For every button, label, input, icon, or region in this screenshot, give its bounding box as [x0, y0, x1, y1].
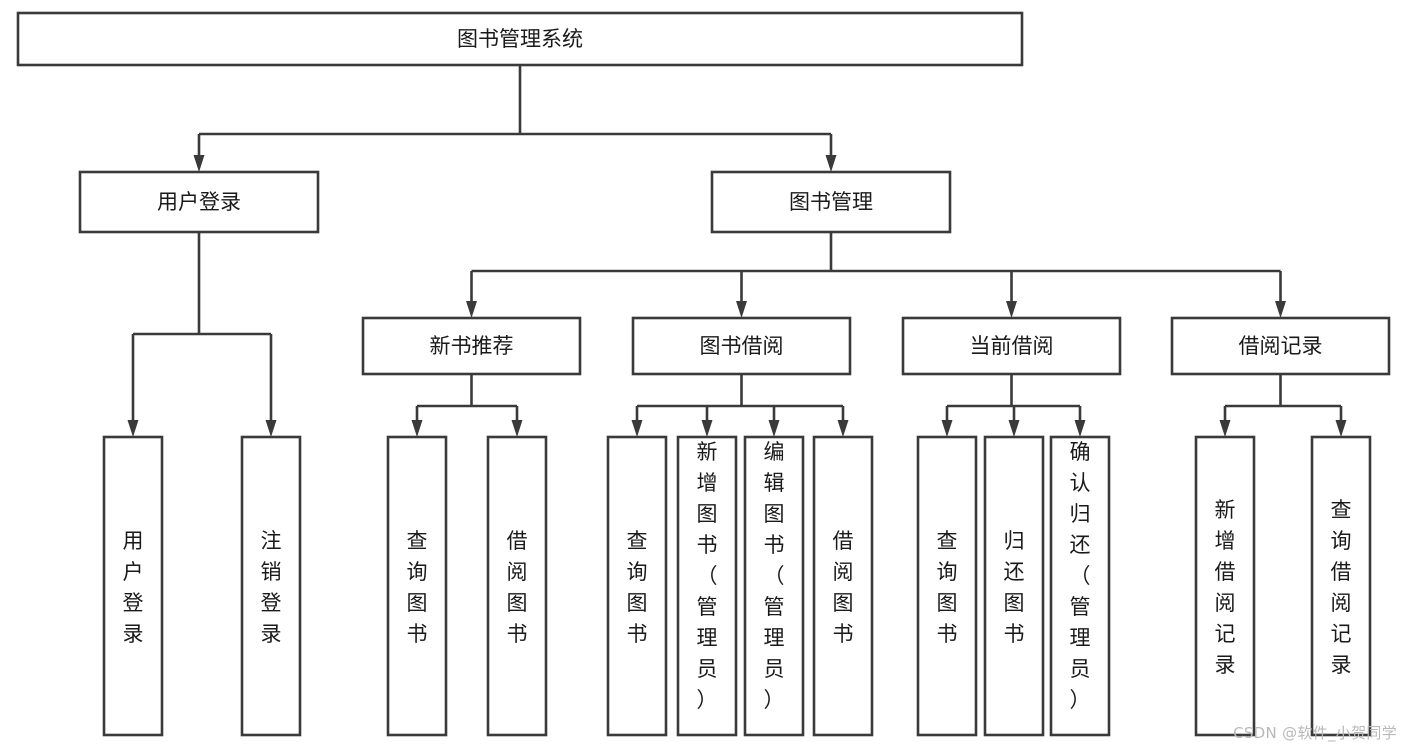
node-box-new-book-recommend	[361, 316, 582, 376]
node-leaf-borrow-book-1[interactable]: 借阅图书	[486, 435, 548, 737]
connector-book-manage-to-borrow-record-arrowhead	[1275, 301, 1286, 318]
node-box-root	[16, 11, 1024, 67]
connector-book-manage-to-current-borrow-arrowhead	[1006, 301, 1017, 318]
node-label-root: 图书管理系统	[457, 27, 583, 51]
node-box-leaf-add-record	[1194, 435, 1256, 737]
node-box-leaf-query-book-3	[916, 435, 978, 737]
node-root[interactable]: 图书管理系统	[16, 11, 1024, 67]
node-leaf-return-book[interactable]: 归还图书	[983, 435, 1045, 737]
node-user-login[interactable]: 用户登录	[78, 170, 320, 234]
node-box-leaf-logout	[240, 435, 302, 737]
node-label-book-borrow: 图书借阅	[700, 334, 784, 358]
node-box-user-login	[78, 170, 320, 234]
node-leaf-user-login[interactable]: 用户登录	[102, 435, 164, 737]
node-label-leaf-confirm-return: 确认归还（管理员）	[1070, 440, 1091, 712]
node-box-leaf-query-book-2	[606, 435, 668, 737]
node-box-leaf-confirm-return	[1049, 435, 1111, 737]
connector-root-to-user-login-arrowhead	[193, 155, 205, 172]
node-book-borrow[interactable]: 图书借阅	[631, 316, 852, 376]
node-label-new-book-recommend: 新书推荐	[430, 334, 514, 358]
node-box-leaf-add-book	[676, 435, 738, 737]
connector-root-to-book-manage-arrowhead	[825, 155, 837, 172]
connector-book-borrow-to-leaf-query-book-2-arrowhead	[631, 420, 643, 437]
node-leaf-add-record[interactable]: 新增借阅记录	[1194, 435, 1256, 737]
node-label-leaf-logout: 注销登录	[261, 529, 282, 646]
node-label-leaf-add-book: 新增图书（管理员）	[697, 440, 718, 712]
connector-user-login-to-leaf-logout-arrowhead	[265, 420, 277, 437]
node-leaf-borrow-book-2[interactable]: 借阅图书	[812, 435, 874, 737]
node-new-book-recommend[interactable]: 新书推荐	[361, 316, 582, 376]
node-leaf-query-book-1[interactable]: 查询图书	[386, 435, 448, 737]
node-box-leaf-edit-book	[743, 435, 805, 737]
node-box-current-borrow	[901, 316, 1122, 376]
connector-current-borrow-to-leaf-query-book-3-arrowhead	[941, 420, 953, 437]
node-box-book-borrow	[631, 316, 852, 376]
node-box-borrow-record	[1170, 316, 1391, 376]
node-label-leaf-query-book-3: 查询图书	[937, 529, 958, 646]
node-box-leaf-user-login	[102, 435, 164, 737]
node-borrow-record[interactable]: 借阅记录	[1170, 316, 1391, 376]
node-label-leaf-query-book-2: 查询图书	[627, 529, 648, 646]
connector-user-login-to-leaf-user-login-arrowhead	[127, 420, 139, 437]
connector-current-borrow-to-leaf-return-book-arrowhead	[1008, 420, 1020, 437]
connector-book-borrow-to-leaf-edit-book-arrowhead	[768, 420, 780, 437]
node-label-leaf-add-record: 新增借阅记录	[1215, 498, 1236, 677]
node-layer: 图书管理系统用户登录图书管理新书推荐图书借阅当前借阅借阅记录用户登录注销登录查询…	[16, 11, 1391, 737]
node-label-leaf-return-book: 归还图书	[1004, 529, 1025, 646]
node-box-leaf-return-book	[983, 435, 1045, 737]
connector-book-borrow-to-leaf-borrow-book-2-arrowhead	[837, 420, 849, 437]
node-leaf-edit-book[interactable]: 编辑图书（管理员）	[743, 435, 805, 737]
connector-book-manage-to-new-book-recommend-arrowhead	[466, 301, 477, 318]
node-leaf-add-book[interactable]: 新增图书（管理员）	[676, 435, 738, 737]
node-leaf-query-book-2[interactable]: 查询图书	[606, 435, 668, 737]
node-leaf-logout[interactable]: 注销登录	[240, 435, 302, 737]
connector-new-book-recommend-to-leaf-query-book-1-arrowhead	[411, 420, 423, 437]
node-label-leaf-borrow-book-2: 借阅图书	[833, 529, 854, 646]
node-current-borrow[interactable]: 当前借阅	[901, 316, 1122, 376]
node-leaf-query-book-3[interactable]: 查询图书	[916, 435, 978, 737]
node-label-leaf-query-record: 查询借阅记录	[1331, 498, 1352, 677]
connector-borrow-record-to-leaf-add-record-arrowhead	[1219, 420, 1231, 437]
node-label-leaf-user-login: 用户登录	[123, 529, 144, 646]
node-box-leaf-query-record	[1310, 435, 1372, 737]
watermark: CSDN @软件_小贺同学	[1233, 724, 1397, 742]
node-box-book-manage	[710, 170, 952, 234]
connector-current-borrow-to-leaf-confirm-return-arrowhead	[1074, 420, 1086, 437]
node-label-current-borrow: 当前借阅	[970, 334, 1054, 358]
node-box-leaf-borrow-book-2	[812, 435, 874, 737]
connector-layer	[127, 65, 1347, 437]
node-label-leaf-edit-book: 编辑图书（管理员）	[764, 440, 785, 712]
node-book-manage[interactable]: 图书管理	[710, 170, 952, 234]
node-leaf-confirm-return[interactable]: 确认归还（管理员）	[1049, 435, 1111, 737]
node-label-book-manage: 图书管理	[789, 190, 873, 214]
node-box-leaf-borrow-book-1	[486, 435, 548, 737]
node-label-user-login: 用户登录	[157, 190, 241, 214]
connector-book-manage-to-book-borrow-arrowhead	[736, 301, 747, 318]
node-label-leaf-borrow-book-1: 借阅图书	[507, 529, 528, 646]
connector-new-book-recommend-to-leaf-borrow-book-1-arrowhead	[511, 420, 523, 437]
connector-book-borrow-to-leaf-add-book-arrowhead	[701, 420, 713, 437]
node-label-borrow-record: 借阅记录	[1239, 334, 1323, 358]
connector-borrow-record-to-leaf-query-record-arrowhead	[1335, 420, 1347, 437]
node-label-leaf-query-book-1: 查询图书	[407, 529, 428, 646]
node-leaf-query-record[interactable]: 查询借阅记录	[1310, 435, 1372, 737]
node-box-leaf-query-book-1	[386, 435, 448, 737]
